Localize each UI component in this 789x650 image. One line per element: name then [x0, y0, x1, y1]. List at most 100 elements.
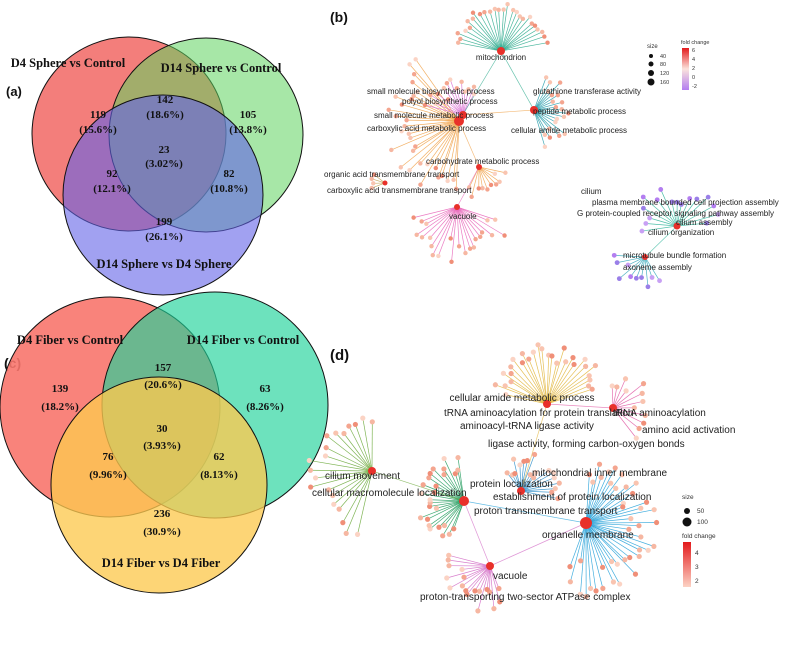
gene-node: [323, 445, 329, 451]
network-edge: [443, 458, 465, 502]
network-edge: [510, 373, 548, 405]
venn-c-pct-6: (8.13%): [200, 469, 238, 481]
gene-node: [493, 217, 498, 222]
gene-node: [430, 252, 435, 258]
network-edge: [430, 499, 465, 502]
gene-node: [586, 472, 592, 478]
gene-node: [454, 86, 460, 91]
venn-c-count-7: 236: [154, 508, 171, 520]
network-edge: [585, 522, 629, 530]
gene-node: [555, 93, 561, 98]
network-edge: [580, 522, 587, 595]
network-edge: [585, 482, 611, 524]
network-edge: [641, 225, 678, 232]
legend-b-fc-tick: -2: [692, 84, 697, 90]
network-edge: [500, 9, 514, 52]
network-edge: [546, 347, 565, 405]
legend-d-fc-tick: 4: [695, 550, 699, 557]
network-edge: [627, 256, 646, 266]
network-edge: [474, 565, 491, 592]
network-edge: [546, 388, 593, 405]
gene-node: [445, 178, 450, 184]
gene-node: [605, 469, 612, 475]
term-label: carboxylic acid metabolic process: [367, 124, 486, 133]
cilium-movement-hub-node: [368, 467, 376, 475]
network-edge: [533, 109, 565, 118]
gene-node: [502, 383, 508, 389]
gene-node: [467, 185, 472, 190]
gene-node: [638, 505, 644, 511]
gene-node: [489, 232, 495, 238]
gene-node: [625, 262, 631, 268]
network-edge: [585, 507, 641, 524]
network-edge: [569, 522, 587, 567]
gene-node: [508, 370, 514, 377]
gene-node: [441, 466, 447, 472]
gene-node: [330, 492, 336, 499]
network-edge: [443, 468, 465, 502]
gene-node: [545, 40, 550, 45]
gene-node: [439, 173, 445, 179]
network-edge: [585, 522, 618, 565]
gene-node: [531, 451, 538, 458]
network-edge: [338, 470, 373, 510]
network-edge: [546, 364, 575, 405]
gene-node: [478, 234, 483, 240]
venn-c-title-2: D14 Fiber vs Control: [187, 333, 300, 347]
network-edge: [429, 206, 458, 239]
gene-node: [563, 359, 569, 365]
venn-a-count-1: 119: [90, 109, 106, 121]
gene-node: [704, 220, 710, 226]
gene-node: [426, 475, 432, 481]
panel-label-d: (d): [330, 347, 349, 364]
gene-node: [535, 27, 540, 32]
network-edge: [546, 359, 586, 405]
gene-node: [600, 585, 606, 591]
venn-a-pct-7: (26.1%): [145, 231, 183, 243]
term-label: cellular macromolecule localization: [312, 488, 467, 499]
network-b: (b) mitochondrion small molecule biosynt…: [324, 1, 779, 290]
network-edge: [585, 522, 591, 589]
gene-node: [407, 62, 412, 67]
gene-node: [333, 430, 339, 436]
gene-node: [529, 21, 535, 26]
gene-node: [411, 215, 416, 220]
gene-node: [546, 467, 552, 474]
network-edge: [442, 500, 465, 537]
network-edge: [585, 486, 627, 524]
network-edge: [520, 477, 555, 492]
network-edge: [520, 472, 554, 492]
gene-node: [491, 606, 497, 612]
legend-b-size-dot: [648, 70, 654, 76]
gene-node: [431, 489, 438, 496]
gene-node: [461, 574, 467, 580]
gene-node: [493, 182, 499, 187]
network-edge: [448, 555, 491, 567]
gene-node: [611, 252, 617, 258]
network-edge: [325, 455, 373, 472]
network-edge: [644, 256, 660, 281]
network-edge: [456, 206, 496, 220]
term-label: cellular amide metabolic process: [449, 393, 594, 404]
gene-node: [352, 421, 358, 428]
gene-node: [633, 435, 639, 441]
legend-d-fc-tick: 2: [695, 578, 699, 585]
gene-node: [322, 453, 329, 459]
gene-node: [459, 583, 465, 589]
network-edge: [533, 109, 569, 114]
network-edge: [489, 565, 495, 609]
gene-node: [308, 484, 314, 490]
gene-node: [636, 547, 643, 553]
gene-node: [451, 526, 457, 532]
gene-node: [631, 405, 637, 411]
vacuole-d-hub-node: [486, 562, 494, 570]
gene-node: [587, 585, 594, 592]
network-edge: [533, 108, 562, 111]
gene-node: [589, 386, 595, 392]
gene-node: [623, 484, 629, 490]
network-edge: [462, 89, 469, 116]
gene-node: [418, 161, 423, 166]
gene-node: [649, 275, 655, 280]
gene-node: [587, 377, 593, 383]
panel-label-a: (a): [6, 84, 22, 99]
